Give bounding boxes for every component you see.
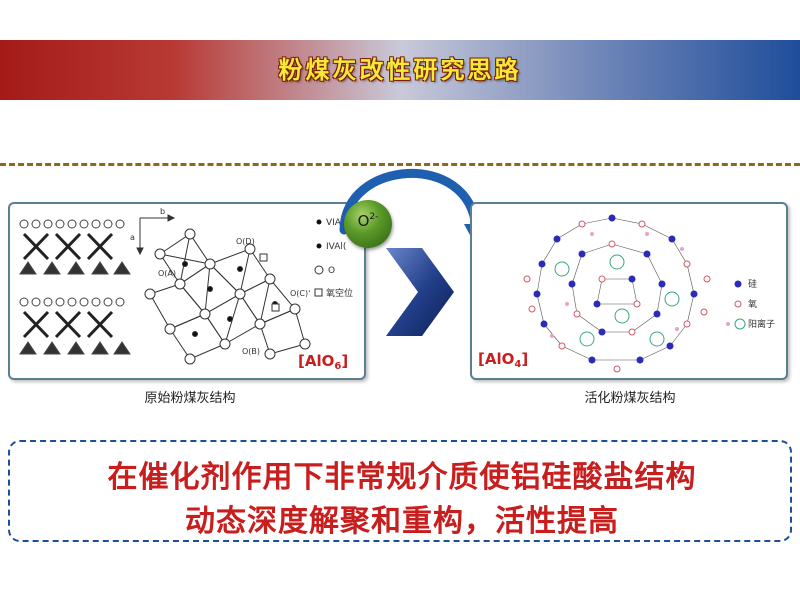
conclusion-box: 在催化剂作用下非常规介质使铝硅酸盐结构 动态深度解聚和重构，活性提高 bbox=[8, 440, 792, 542]
legend-oxygen: 氧 bbox=[748, 298, 757, 310]
conclusion-line-2: 动态深度解聚和重构，活性提高 bbox=[185, 504, 619, 539]
conclusion-line-1: 在催化剂作用下非常规介质使铝硅酸盐结构 bbox=[107, 460, 697, 495]
network-lattice bbox=[144, 228, 311, 365]
silicate-network bbox=[523, 214, 711, 373]
oxygen-ion-sphere: O2- bbox=[344, 200, 392, 248]
formula-alo4: [AlO4] bbox=[478, 350, 529, 370]
activated-structure-figure: 硅 氧 阳离子 bbox=[523, 214, 775, 373]
legend-o: O bbox=[328, 266, 335, 276]
activated-structure-panel: 硅 氧 阳离子 [AlO4] bbox=[470, 202, 788, 380]
axis-b-label: b bbox=[160, 207, 165, 216]
oxygen-ion-label: O2- bbox=[357, 212, 379, 230]
layer-bottom bbox=[19, 297, 131, 355]
activated-structure-caption: 活化粉煤灰结构 bbox=[584, 391, 676, 406]
section-divider bbox=[0, 163, 800, 166]
site-label-ob: O(B) bbox=[242, 347, 260, 356]
legend-cation: 阳离子 bbox=[748, 318, 775, 330]
original-structure-panel: b a O(D) O(A) O(C)' O(B) bbox=[8, 202, 366, 380]
transform-arrow-icon bbox=[386, 248, 454, 336]
activated-legend: 硅 氧 阳离子 bbox=[726, 278, 775, 330]
original-structure-figure: b a O(D) O(A) O(C)' O(B) bbox=[19, 207, 356, 365]
legend-al2: IVAl( bbox=[326, 242, 346, 252]
legend-silicon: 硅 bbox=[748, 278, 757, 290]
layer-top bbox=[19, 219, 131, 275]
site-label-od: O(D) bbox=[236, 237, 255, 246]
title-banner: 粉煤灰改性研究思路 bbox=[0, 40, 800, 100]
site-label-oc: O(C)' bbox=[290, 289, 310, 298]
formula-alo6: [AlO6] bbox=[298, 352, 349, 372]
site-label-oa: O(A) bbox=[158, 269, 176, 278]
original-structure-caption: 原始粉煤灰结构 bbox=[144, 391, 236, 406]
axis-a-label: a bbox=[130, 233, 135, 242]
legend-vacancy: 氧空位 bbox=[326, 287, 353, 299]
page-title: 粉煤灰改性研究思路 bbox=[278, 56, 522, 84]
